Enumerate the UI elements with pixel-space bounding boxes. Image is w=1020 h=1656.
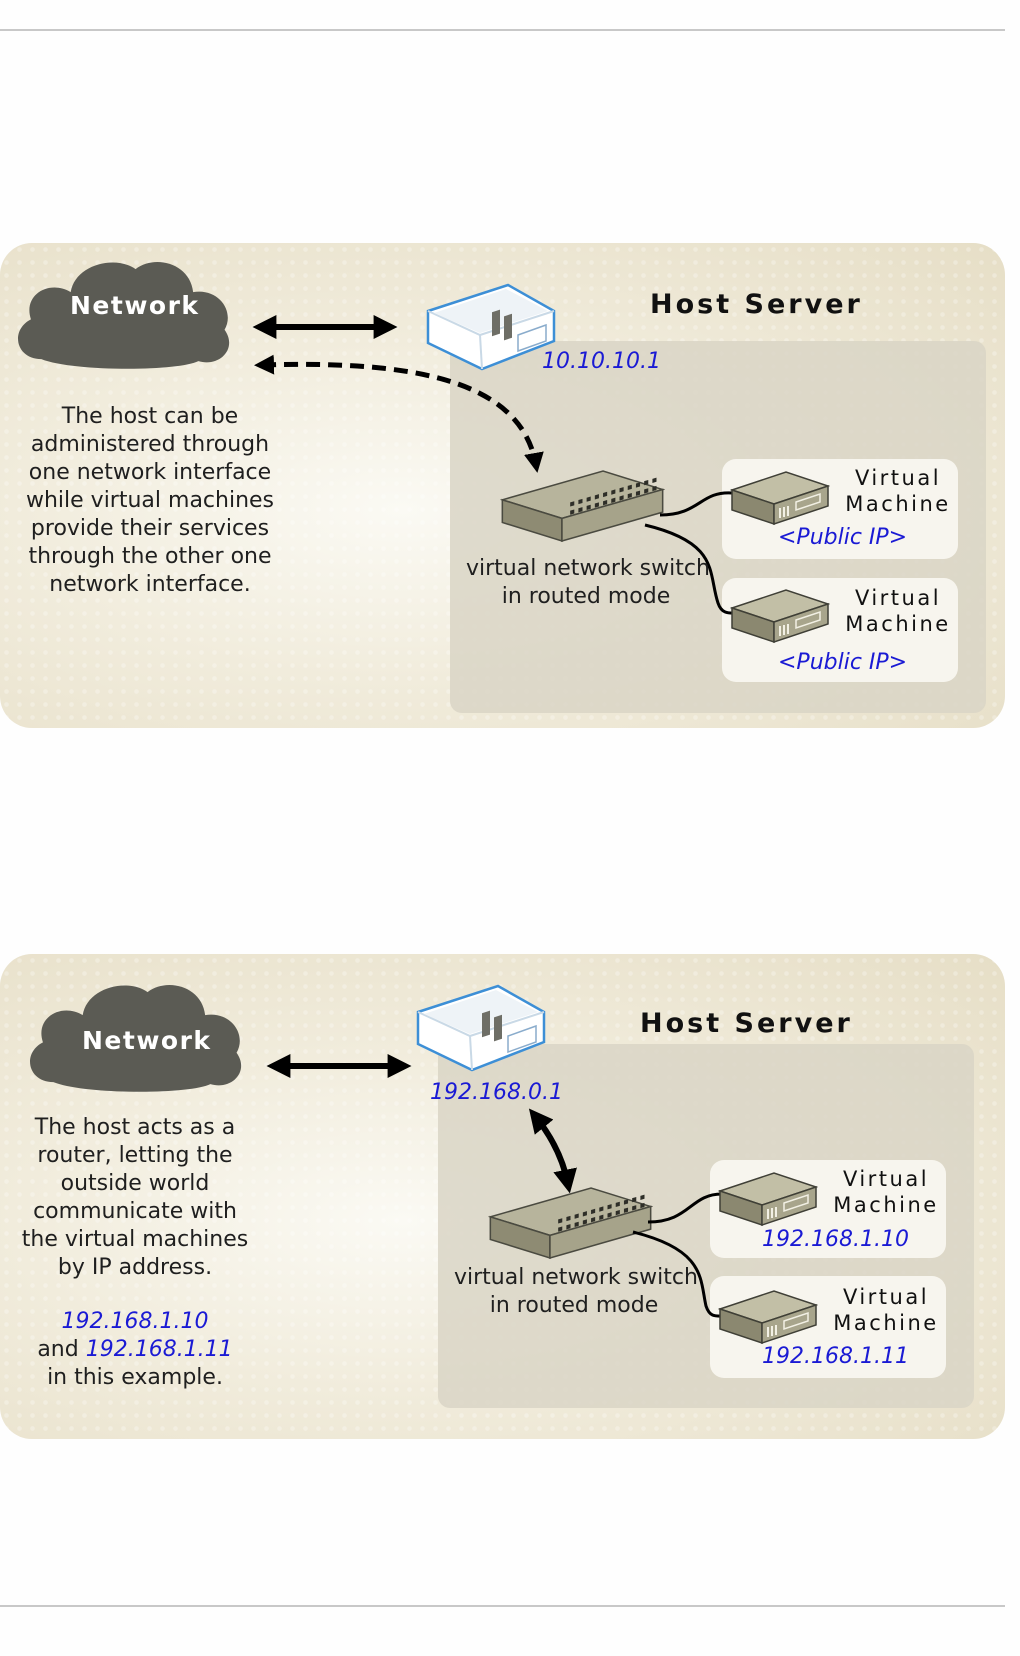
- description-line: one network interface: [28, 460, 272, 485]
- example-line: and 192.168.1.11: [10, 1336, 260, 1364]
- vm-ip: <Public IP>: [778, 650, 908, 675]
- example-and: and: [37, 1337, 79, 1362]
- description-line: while virtual machines: [25, 488, 275, 513]
- vm-ip: <Public IP>: [778, 525, 908, 550]
- dashed-arrow-icon: [254, 354, 544, 473]
- vm-label-line: Machine: [833, 1311, 939, 1335]
- cable: [647, 1192, 723, 1224]
- vm-label: Virtual Machine: [838, 585, 958, 637]
- diagram-bottom-graphics: [30, 984, 974, 1408]
- host-server-title: Host Server: [650, 289, 863, 320]
- spacer: [10, 1282, 260, 1308]
- description-line: router, letting the: [37, 1143, 233, 1168]
- example-ip: 192.168.1.10: [61, 1309, 209, 1334]
- example-ip: 192.168.1.11: [85, 1337, 233, 1362]
- vm-ip: 192.168.1.10: [762, 1227, 909, 1252]
- description-line: through the other one: [28, 544, 272, 569]
- description-line: administered through: [30, 432, 270, 457]
- bottom-rule: [0, 1605, 1005, 1607]
- description-line: The host acts as a: [34, 1115, 236, 1140]
- description-line: network interface.: [49, 572, 251, 597]
- description-line: provide their services: [30, 516, 270, 541]
- description-line: outside world: [60, 1171, 210, 1196]
- network-label: Network: [70, 291, 200, 320]
- vm-label: Virtual Machine: [826, 1166, 946, 1218]
- switch-label-line: virtual network switch: [466, 556, 710, 581]
- host-ip: 192.168.0.1: [430, 1080, 563, 1105]
- switch-label: virtual network switch in routed mode: [454, 1264, 698, 1320]
- cable: [632, 1230, 727, 1318]
- vm-label-line: Virtual: [854, 466, 942, 490]
- vm-label-line: Virtual: [842, 1285, 930, 1309]
- vm-label: Virtual Machine: [826, 1284, 946, 1336]
- switch-label-line: in routed mode: [489, 1293, 659, 1318]
- description-line: communicate with: [33, 1199, 237, 1224]
- description-line: The host can be: [61, 404, 239, 429]
- vm-label-line: Machine: [833, 1193, 939, 1217]
- vm-ip: 192.168.1.11: [762, 1344, 909, 1369]
- network-label: Network: [82, 1026, 212, 1055]
- example-tail: in this example.: [47, 1365, 223, 1390]
- switch-label-line: in routed mode: [501, 584, 671, 609]
- cable: [659, 491, 733, 517]
- description: The host acts as a router, letting the o…: [10, 1114, 260, 1392]
- top-rule: [0, 29, 1005, 31]
- vm-label-line: Machine: [845, 612, 951, 636]
- double-arrow-icon: [528, 1108, 577, 1194]
- vm-label-line: Virtual: [854, 586, 942, 610]
- host-server-title: Host Server: [640, 1008, 853, 1039]
- description-line: by IP address.: [57, 1255, 213, 1280]
- description-line: the virtual machines: [21, 1227, 249, 1252]
- vm-label-line: Virtual: [842, 1167, 930, 1191]
- cable: [644, 523, 739, 615]
- host-ip: 10.10.10.1: [542, 349, 661, 374]
- diagram-top-graphics: [18, 262, 986, 713]
- diagram-top: Network Host Server 10.10.10.1 The host …: [0, 243, 1005, 728]
- switch-label-line: virtual network switch: [454, 1265, 698, 1290]
- vm-label: Virtual Machine: [838, 465, 958, 517]
- vm-label-line: Machine: [845, 492, 951, 516]
- description: The host can be administered through one…: [10, 403, 290, 599]
- switch-label: virtual network switch in routed mode: [466, 555, 710, 611]
- diagram-bottom: Network Host Server 192.168.0.1 The host…: [0, 954, 1005, 1439]
